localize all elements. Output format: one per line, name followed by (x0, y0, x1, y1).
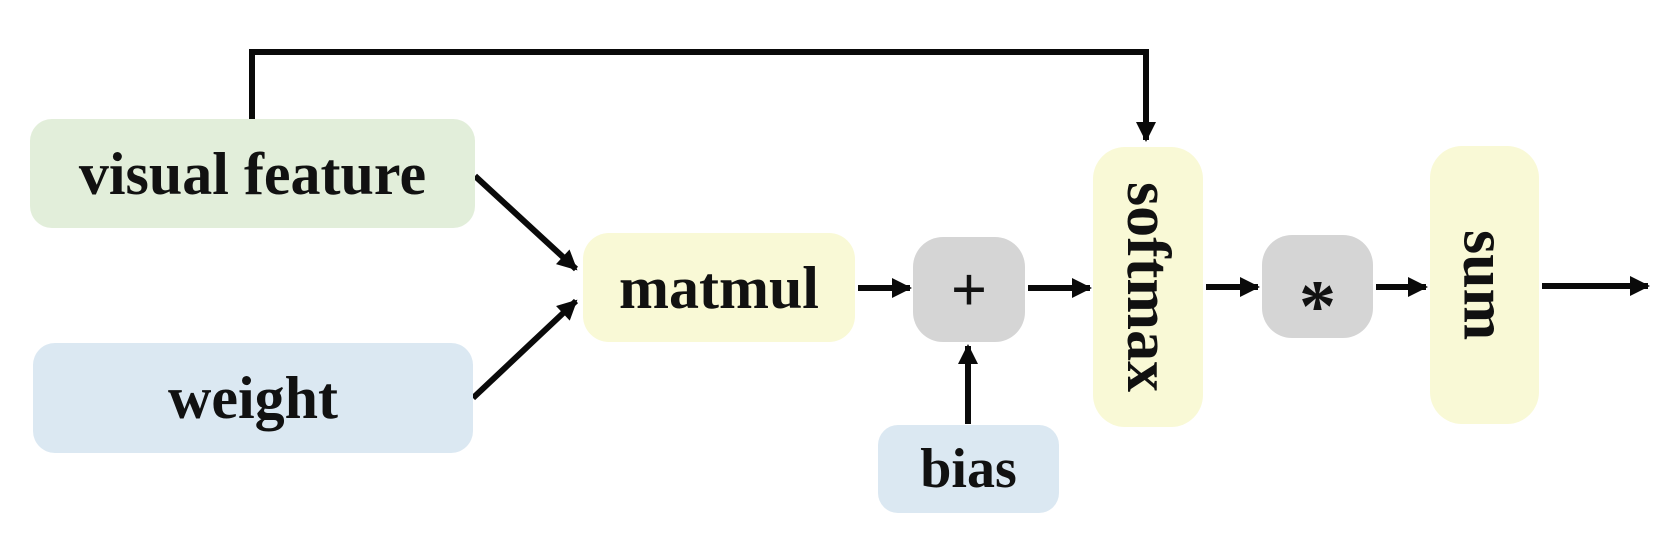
weight-label: weight (168, 365, 338, 431)
node-softmax: softmax (1093, 147, 1203, 427)
edge-visual-feature-to-softmax-skip (249, 49, 1156, 142)
sum-label: sum (1450, 229, 1519, 341)
edge-weight-to-matmul (470, 298, 579, 401)
plus-operator-label: + (950, 253, 988, 325)
softmax-label: softmax (1114, 181, 1182, 393)
node-sum: sum (1430, 146, 1539, 424)
node-plus-operator: + (913, 237, 1025, 342)
node-visual-feature: visual feature (30, 119, 475, 228)
node-matmul: matmul (583, 233, 855, 342)
node-bias: bias (878, 425, 1059, 513)
edge-visual-feature-to-matmul (472, 173, 579, 272)
node-multiply-operator: * (1262, 235, 1373, 343)
node-weight: weight (33, 343, 473, 453)
bias-label: bias (920, 438, 1017, 500)
visual-feature-label: visual feature (78, 140, 427, 207)
multiply-operator-label: * (1299, 265, 1336, 348)
matmul-label: matmul (619, 254, 819, 321)
